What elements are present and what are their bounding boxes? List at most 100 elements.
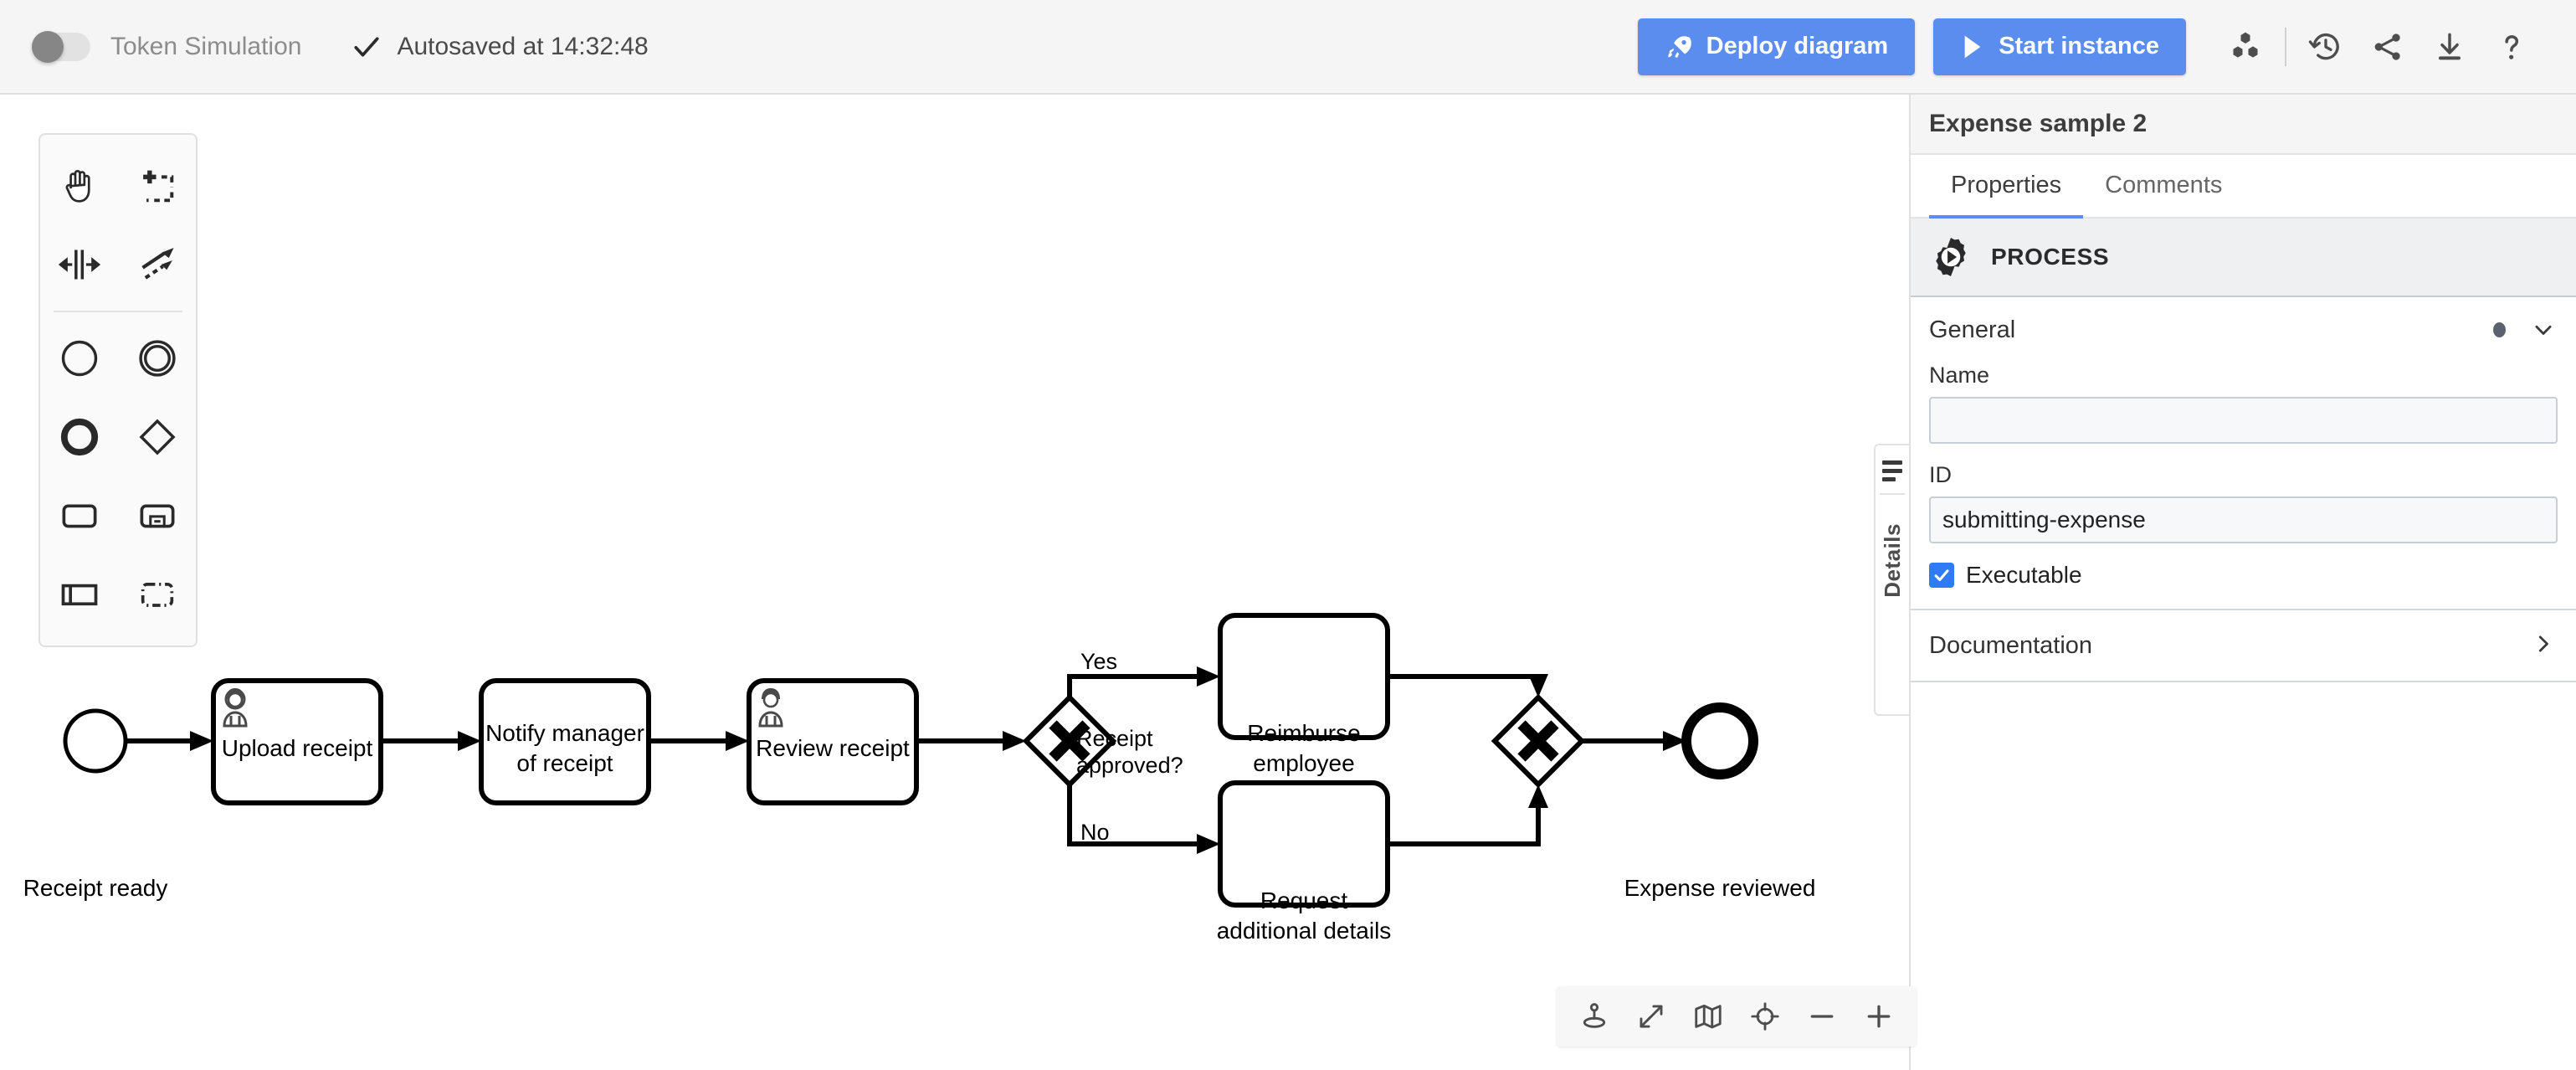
sequence-flow-request-join	[1388, 784, 1548, 846]
rocket-icon	[1668, 35, 1691, 58]
chevron-down-icon[interactable]	[2531, 317, 2556, 342]
tab-comments[interactable]: Comments	[2083, 155, 2244, 219]
executable-checkbox[interactable]	[1929, 563, 1954, 588]
palette-lasso-tool[interactable]	[118, 147, 196, 225]
cluster-icon-button[interactable]	[2214, 16, 2276, 78]
label-gateway-question-line2: approved?	[1076, 753, 1183, 778]
bpmn-diagram: Receipt ready Upload receipt Notify mana…	[23, 613, 1816, 944]
palette-task[interactable]	[40, 476, 118, 555]
history-icon-button[interactable]	[2295, 16, 2357, 78]
palette-subprocess[interactable]	[118, 476, 196, 555]
minimap-icon-button[interactable]	[1682, 990, 1734, 1042]
process-gear-icon	[1936, 238, 1966, 276]
label-upload-receipt: Upload receipt	[222, 735, 373, 761]
palette-connect-tool[interactable]	[118, 225, 196, 304]
label-request-line2: additional details	[1217, 918, 1392, 944]
details-side-tab[interactable]: Details	[1874, 444, 1909, 716]
token-simulation-toggle[interactable]	[32, 30, 90, 63]
executable-row[interactable]: Executable	[1911, 562, 2576, 589]
executable-label: Executable	[1966, 562, 2082, 588]
label-notify-line2: of receipt	[516, 750, 613, 776]
sequence-flow-notify-review	[649, 731, 749, 751]
name-field-label: Name	[1929, 363, 1990, 388]
canvas-toolbar[interactable]	[1557, 986, 1917, 1047]
label-review-receipt: Review receipt	[756, 735, 910, 761]
help-icon	[2505, 34, 2519, 59]
share-icon-button[interactable]	[2357, 16, 2419, 78]
gateway-x-marks	[1049, 720, 1559, 762]
space-tool-icon	[58, 249, 100, 280]
zoom-in-icon	[1867, 1005, 1891, 1028]
start-instance-button[interactable]: Start instance	[1933, 18, 2186, 75]
set-color-icon-button[interactable]	[1568, 990, 1620, 1042]
checkmark-icon	[1934, 569, 1949, 582]
fit-viewport-icon-button[interactable]	[1625, 990, 1677, 1042]
label-end-event: Expense reviewed	[1624, 875, 1816, 901]
task-review-receipt	[747, 678, 919, 805]
palette-intermediate-event[interactable]	[118, 319, 196, 398]
id-input[interactable]	[1929, 496, 2558, 543]
palette-space-tool[interactable]	[40, 225, 118, 304]
share-icon	[2374, 33, 2400, 60]
id-field-group: ID	[1911, 462, 2576, 543]
label-gateway-question-line1: Receipt	[1076, 726, 1153, 751]
end-event-shape	[1681, 702, 1758, 779]
fit-viewport-icon	[1640, 1005, 1663, 1028]
hand-tool-icon	[65, 170, 90, 203]
user-task-icon-upload	[223, 688, 248, 728]
general-group-label: General	[1929, 316, 2016, 343]
id-field-label: ID	[1929, 462, 1952, 487]
intermediate-event-icon	[138, 340, 176, 377]
download-icon	[2439, 33, 2461, 59]
app-header: Token Simulation Autosaved at 14:32:48 D…	[0, 0, 2576, 95]
lasso-tool-icon	[142, 170, 173, 203]
panel-tab-bar: Properties Comments	[1911, 155, 2576, 219]
zoom-in-icon-button[interactable]	[1853, 990, 1905, 1042]
name-input[interactable]	[1929, 397, 2558, 444]
palette-grid	[40, 147, 196, 634]
set-color-icon	[1583, 1003, 1606, 1028]
list-lines-icon	[1882, 460, 1902, 481]
sequence-flow-join-end	[1582, 731, 1686, 751]
general-group-header[interactable]: General	[1911, 297, 2576, 363]
label-notify-line1: Notify manager	[485, 720, 644, 746]
download-icon-button[interactable]	[2419, 16, 2481, 78]
history-icon	[2308, 33, 2339, 59]
help-icon-button[interactable]	[2481, 16, 2543, 78]
tab-properties[interactable]: Properties	[1929, 155, 2084, 219]
palette-end-event[interactable]	[40, 398, 118, 476]
start-instance-label: Start instance	[1999, 33, 2159, 59]
zoom-out-icon-button[interactable]	[1796, 990, 1848, 1042]
general-status-dot	[2493, 322, 2506, 337]
task-icon	[62, 504, 96, 528]
reset-zoom-icon-button[interactable]	[1739, 990, 1791, 1042]
subprocess-icon	[140, 504, 174, 528]
panel-title: Expense sample 2	[1911, 95, 2576, 155]
end-event-icon	[60, 418, 98, 456]
palette-hand-tool[interactable]	[40, 147, 118, 225]
entity-header: PROCESS	[1911, 219, 2576, 297]
palette-participant[interactable]	[40, 555, 118, 634]
deploy-diagram-button[interactable]: Deploy diagram	[1637, 18, 1916, 75]
palette-group[interactable]	[118, 555, 196, 634]
documentation-group-header[interactable]: Documentation	[1911, 610, 2576, 682]
autosave-text: Autosaved at 14:32:48	[397, 32, 649, 60]
properties-panel: Expense sample 2 Properties Comments PRO…	[1909, 95, 2576, 1070]
sequence-flow-gateway-request	[1067, 784, 1220, 854]
toggle-knob	[32, 30, 64, 63]
user-task-icon-review	[758, 688, 783, 728]
label-reimburse-line1: Reimburse	[1247, 720, 1360, 746]
documentation-chevron	[2531, 631, 2556, 661]
minimap-icon	[1695, 1004, 1722, 1029]
palette-start-event[interactable]	[40, 319, 118, 398]
tab-properties-label: Properties	[1951, 171, 2062, 198]
start-event-shape	[63, 708, 128, 774]
play-icon	[1964, 35, 1981, 58]
autosave-status: Autosaved at 14:32:48	[352, 32, 649, 62]
diagram-canvas[interactable]: Receipt ready Upload receipt Notify mana…	[0, 95, 1908, 1070]
task-reimburse-employee	[1218, 613, 1390, 740]
element-palette[interactable]	[38, 133, 198, 647]
palette-gateway[interactable]	[118, 398, 196, 476]
label-start-event: Receipt ready	[23, 875, 168, 901]
